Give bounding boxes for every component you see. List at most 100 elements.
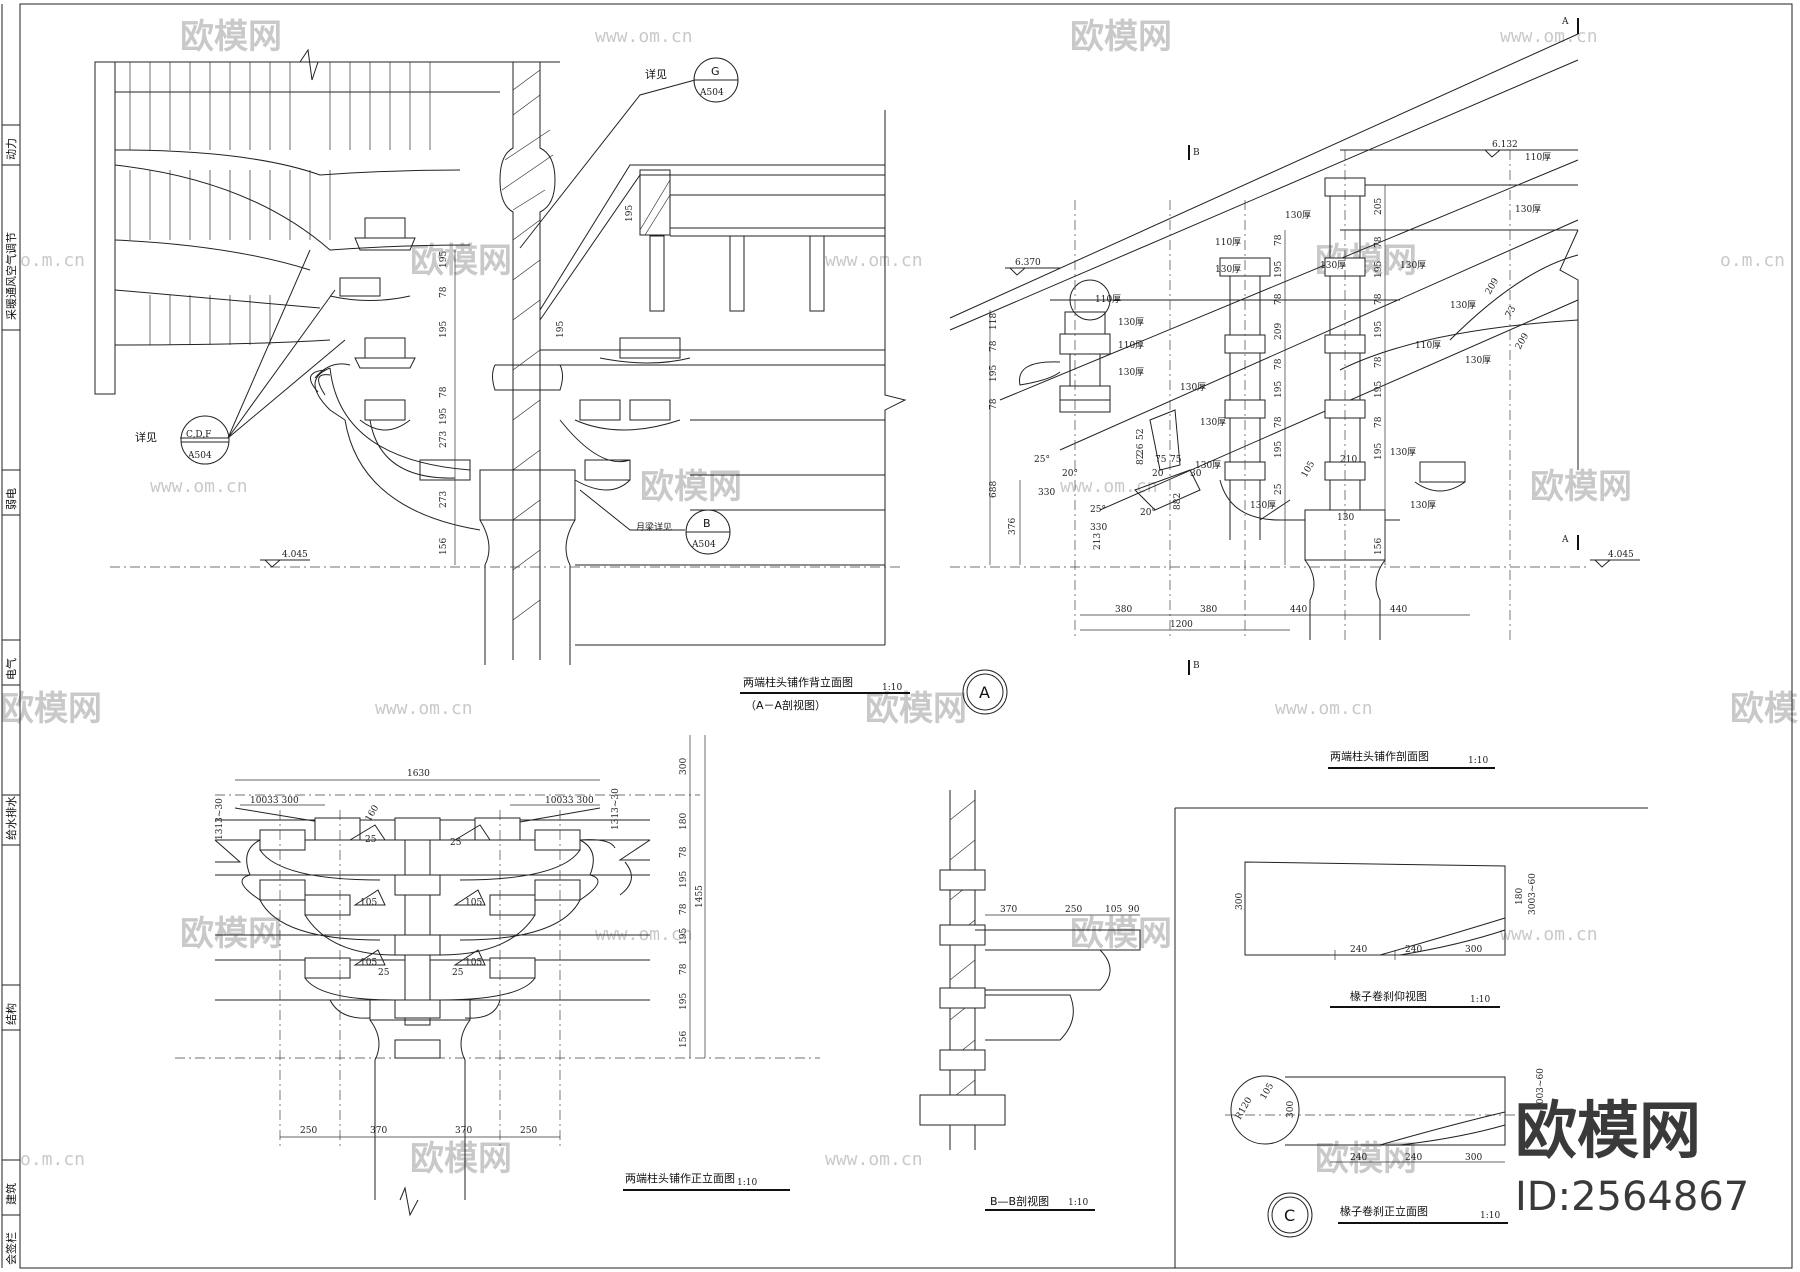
sidebar-label-power: 动力 xyxy=(5,138,18,160)
dim-front-a1: 25 xyxy=(365,835,377,845)
watermark-site: www.om.cn xyxy=(1060,476,1158,497)
dim-front-v1: 180 xyxy=(679,813,689,830)
sidebar-label-low-voltage: 弱电 xyxy=(5,488,18,510)
dim-sec-s2: 82 xyxy=(1136,454,1146,465)
dim-front-top: 1630 xyxy=(407,769,430,779)
thk-14: 130厚 xyxy=(1200,417,1226,428)
watermark-site: www.om.cn xyxy=(150,476,248,497)
dim-roll-plan-rr: 3003~60 xyxy=(1528,873,1538,915)
view-a-rear-elevation: 4.045 195 78 195 78 195 273 273 156 195 … xyxy=(94,48,1008,715)
sidebar-label-architecture: 建筑 xyxy=(4,1183,18,1205)
dim-sec-210: 210 xyxy=(1340,455,1357,465)
view-front-title: 两端柱头铺作正立面图 xyxy=(625,1171,735,1185)
watermark-brand: 欧模网 xyxy=(0,689,102,729)
dim-sec-m2: 78 xyxy=(1274,293,1284,305)
watermark-site: www.om.cn xyxy=(375,698,473,719)
brand-overlay: 欧模网 ID:2564867 xyxy=(1515,1094,1749,1220)
view-roll-front-scale: 1:10 xyxy=(1480,1211,1500,1221)
thk-9: 130厚 xyxy=(1118,367,1144,378)
view-bb-scale: 1:10 xyxy=(1068,1198,1088,1208)
dim-roll-front-d1: 105 xyxy=(1259,1081,1276,1101)
dim-roll-plan-v: 300 xyxy=(1235,893,1245,910)
dim-front-v8: 156 xyxy=(679,1031,689,1048)
view-front-elevation: 1630 10033 300 10033 300 1313~30 1313~30 xyxy=(175,735,820,1217)
dim-sec-m8: 25 xyxy=(1274,483,1284,495)
section-mark-a-bottom: A xyxy=(1561,535,1569,545)
dim-sec-330a: 330 xyxy=(1038,488,1055,498)
thk-11: 110厚 xyxy=(1415,340,1441,351)
thk-3: 110厚 xyxy=(1215,237,1241,248)
dim-front-b3: 250 xyxy=(520,1126,537,1136)
sidebar-label-plumbing: 给水排水 xyxy=(4,796,18,840)
dim-sec-r8: 195 xyxy=(1374,443,1384,460)
watermark-layer: 欧模网 欧模网 www.om.cn www.om.cn 欧模网 欧模网 o.m.… xyxy=(0,17,1800,1179)
dim-sec-total: 1200 xyxy=(1170,620,1193,630)
thk-5: 130厚 xyxy=(1400,260,1426,271)
thk-0: 110厚 xyxy=(1525,152,1551,163)
callout-g-bottom: A504 xyxy=(699,88,724,98)
dim-front-left: 10033 300 xyxy=(250,796,299,806)
dim-roll-plan-r: 180 xyxy=(1515,888,1525,905)
dim-front-v0: 300 xyxy=(679,758,689,775)
dim-front-side-l: 1313~30 xyxy=(215,798,225,840)
elevation-top-mid: 6.370 xyxy=(1015,258,1041,268)
dim-sec-m5: 195 xyxy=(1274,381,1284,398)
dim-front-v4: 78 xyxy=(679,903,689,915)
brand-id: ID:2564867 xyxy=(1515,1174,1749,1220)
thk-1: 130厚 xyxy=(1515,204,1541,215)
elevation-top-right: 6.132 xyxy=(1492,140,1518,150)
dim-front-b1: 370 xyxy=(370,1126,387,1136)
dim-roll-front-b1: 240 xyxy=(1405,1153,1422,1163)
dim-sec-b1: 380 xyxy=(1200,605,1217,615)
dim-sec-m6: 78 xyxy=(1274,416,1284,428)
brand-name: 欧模网 xyxy=(1515,1094,1701,1167)
dim-sec-b3: 440 xyxy=(1390,605,1407,615)
watermark-site: www.om.cn xyxy=(825,1149,923,1170)
dim-a-v6: 273 xyxy=(439,491,449,508)
sidebar-label-hvac: 采暖通风空气调节 xyxy=(4,232,18,320)
callout-g-prefix: 详见 xyxy=(645,67,667,81)
dim-sec-b0: 380 xyxy=(1115,605,1132,615)
thk-18: 130厚 xyxy=(1410,500,1436,511)
dim-front-side-r: 1313~30 xyxy=(611,788,621,830)
dim-front-b2: 370 xyxy=(455,1126,472,1136)
dim-sec-m0: 78 xyxy=(1274,234,1284,246)
view-a-subtitle: （A－A剖视图） xyxy=(745,698,826,712)
callout-g-top: G xyxy=(711,65,720,78)
dim-sec-213: 213 xyxy=(1093,533,1103,550)
dim-sec-330b: 330 xyxy=(1090,523,1107,533)
callout-cdf-prefix: 详见 xyxy=(135,430,157,444)
section-mark-b-top: B xyxy=(1193,148,1200,158)
dim-sec-s4: 75 xyxy=(1170,455,1182,465)
dim-sec-d1: 73 xyxy=(1504,304,1519,319)
dim-roll-front-b0: 240 xyxy=(1350,1153,1367,1163)
dim-front-total: 1455 xyxy=(695,885,705,908)
dim-front-a3: 105 xyxy=(360,898,377,908)
watermark-site: www.om.cn xyxy=(595,26,693,47)
callout-cdf-bottom: A504 xyxy=(187,451,212,461)
dim-sec-b2: 440 xyxy=(1290,605,1307,615)
thk-4: 130厚 xyxy=(1215,264,1241,275)
dim-sec-r7: 78 xyxy=(1374,416,1384,428)
watermark-brand: 欧模网 xyxy=(1530,467,1632,507)
dim-front-v5: 195 xyxy=(679,928,689,945)
view-bb-title: B—B剖视图 xyxy=(990,1194,1049,1208)
dim-sec-25b: 25° xyxy=(1090,505,1106,515)
dim-bb-1: 250 xyxy=(1065,905,1082,915)
watermark-brand: 欧模网 xyxy=(1730,689,1800,729)
dim-front-v2: 78 xyxy=(679,846,689,858)
thk-6: 110厚 xyxy=(1095,294,1121,305)
dim-roll-front-v: 300 xyxy=(1286,1101,1296,1118)
dim-sec-r6: 195 xyxy=(1374,381,1384,398)
elevation-base-left: 4.045 xyxy=(282,550,308,560)
view-roll-plan-scale: 1:10 xyxy=(1470,995,1490,1005)
view-front-scale: 1:10 xyxy=(737,1178,757,1188)
view-section-title: 两端柱头铺作剖面图 xyxy=(1330,749,1429,763)
sidebar-label-structure: 结构 xyxy=(4,1003,18,1025)
view-a-scale: 1:10 xyxy=(882,683,902,693)
dim-sec-130: 130 xyxy=(1337,513,1354,523)
dim-a-v7: 156 xyxy=(439,538,449,555)
dim-roll-plan-b2: 300 xyxy=(1465,945,1482,955)
watermark-site: www.om.cn xyxy=(825,250,923,271)
